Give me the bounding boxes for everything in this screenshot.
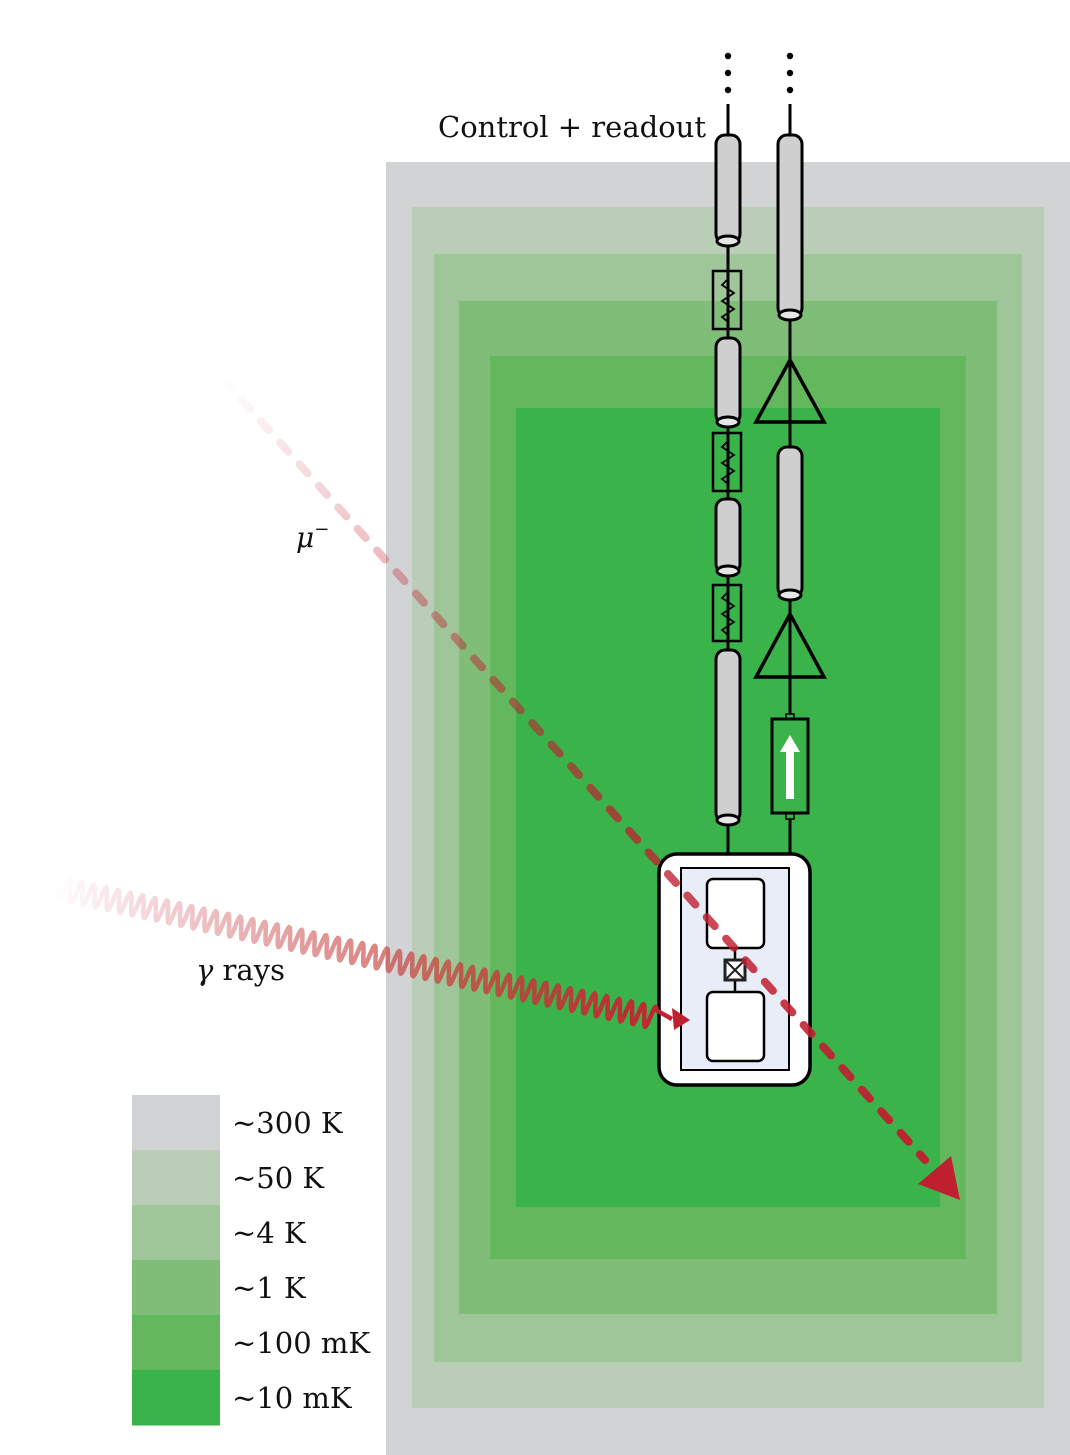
legend-label: ~10 mK: [232, 1381, 353, 1415]
gamma-symbol: γ: [196, 953, 214, 987]
legend-swatch: [132, 1150, 220, 1206]
legend-swatch: [132, 1095, 220, 1151]
coaxial-cable-icon: [776, 445, 804, 602]
amplifier-triangle-icon: [753, 610, 827, 679]
legend-label: ~100 mK: [232, 1326, 371, 1360]
legend-swatch: [132, 1205, 220, 1261]
gamma-label-rest: rays: [213, 953, 285, 987]
muon-charge: −: [314, 519, 329, 540]
amplifier-triangle-icon: [753, 356, 827, 424]
gamma-arrowhead: [672, 1008, 690, 1030]
qubit-pad-bottom: [705, 990, 766, 1063]
legend-swatch: [132, 1315, 220, 1371]
legend-label: ~1 K: [232, 1271, 307, 1305]
coaxial-cable-icon: [776, 133, 804, 322]
continuation-dots: [724, 52, 794, 94]
legend-swatch: [132, 1260, 220, 1316]
control-line: [711, 104, 743, 856]
coaxial-cable-icon: [714, 336, 742, 429]
gamma-ray-wave: [55, 877, 690, 1030]
gamma-label: γ rays: [196, 953, 285, 987]
isolator-arrow-icon: [770, 713, 810, 820]
legend-swatch: [132, 1370, 220, 1426]
coaxial-cable-icon: [714, 648, 742, 827]
resistor-zigzag-icon: [711, 431, 743, 493]
coaxial-cable-icon: [714, 133, 742, 248]
resistor-zigzag-icon: [711, 269, 743, 331]
legend-label: ~300 K: [232, 1106, 344, 1140]
qubit-chip: [657, 852, 812, 1087]
legend-label: ~4 K: [232, 1216, 307, 1250]
coaxial-cable-icon: [714, 497, 742, 578]
muon-track: [218, 374, 960, 1200]
qubit-pad-top: [705, 877, 766, 950]
legend-label: ~50 K: [232, 1161, 325, 1195]
control-readout-label: Control + readout: [438, 110, 706, 144]
muon-label: μ−: [296, 519, 329, 554]
josephson-junction-icon: [723, 958, 747, 982]
temperature-legend: ~300 K ~50 K ~4 K ~1 K ~100 mK ~10 mK: [132, 1095, 371, 1426]
resistor-zigzag-icon: [711, 583, 743, 643]
readout-line: [753, 104, 827, 856]
muon-symbol: μ: [296, 521, 314, 554]
muon-arrowhead: [918, 1156, 960, 1200]
